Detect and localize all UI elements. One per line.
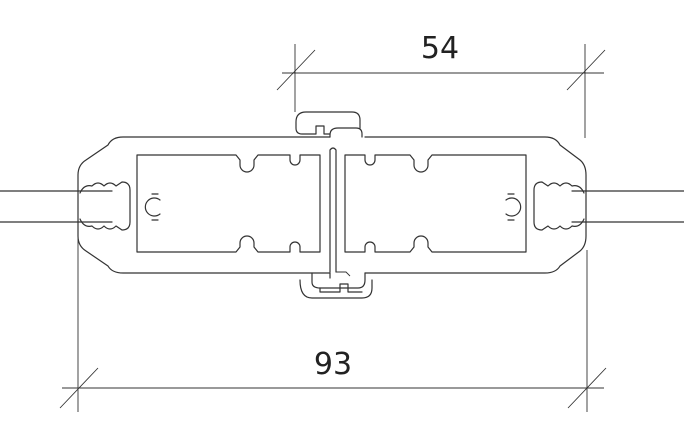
dimension-54: 54 [276, 31, 606, 138]
dimension-93: 93 [59, 236, 607, 412]
left-glass-panel [0, 190, 113, 223]
right-profile [344, 136, 587, 274]
right-glass-panel [571, 190, 684, 223]
dimension-93-label: 93 [314, 347, 352, 382]
left-profile [77, 136, 331, 274]
dimension-54-label: 54 [421, 31, 459, 66]
center-interlock [295, 111, 373, 299]
